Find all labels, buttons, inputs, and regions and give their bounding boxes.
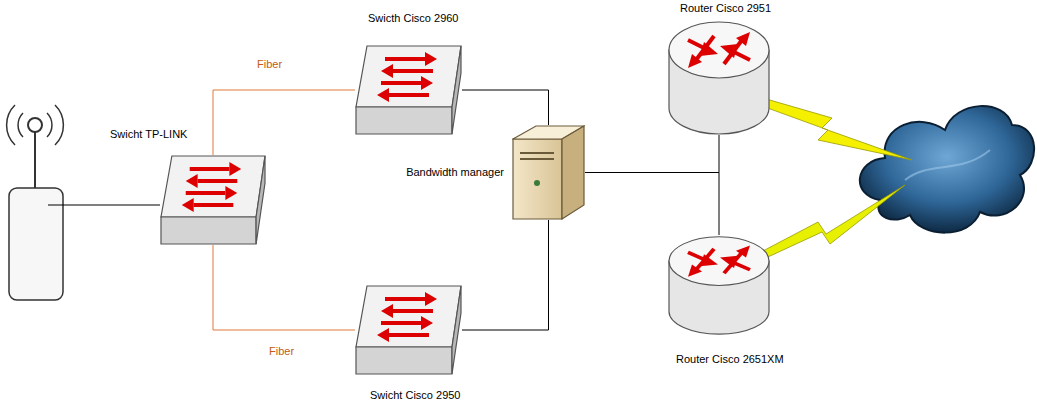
device-label: Bandwidth manager xyxy=(406,166,504,179)
link-label: Fiber xyxy=(255,58,284,71)
router-icon xyxy=(668,20,770,135)
network-link xyxy=(585,173,719,236)
network-device: Swicth Cisco 2960 xyxy=(355,45,462,135)
link-label: Fiber xyxy=(267,345,296,358)
network-link xyxy=(462,220,549,330)
server-icon xyxy=(512,125,585,220)
switch-icon xyxy=(160,155,266,245)
network-link xyxy=(585,135,719,173)
network-device: Router Cisco 2651XM xyxy=(668,235,770,335)
device-label: Swicth Cisco 2960 xyxy=(368,12,459,25)
antenna xyxy=(7,105,64,300)
network-device: Swicht Cisco 2950 xyxy=(355,285,462,375)
router-icon xyxy=(668,235,770,335)
device-label: Swicht Cisco 2950 xyxy=(370,389,461,402)
switch-icon xyxy=(355,45,462,135)
antenna-link xyxy=(48,205,160,206)
network-device: Swicht TP-LINK xyxy=(160,155,266,245)
device-label: Swicht TP-LINK xyxy=(110,128,187,141)
device-label: Router Cisco 2651XM xyxy=(676,353,784,366)
network-link xyxy=(462,90,549,125)
switch-icon xyxy=(355,285,462,375)
network-link xyxy=(213,90,355,155)
network-device: Bandwidth manager xyxy=(512,125,585,220)
network-link xyxy=(213,245,355,330)
network-device: Router Cisco 2951 xyxy=(668,20,770,135)
internet-cloud xyxy=(860,106,1034,233)
device-label: Router Cisco 2951 xyxy=(680,2,771,15)
